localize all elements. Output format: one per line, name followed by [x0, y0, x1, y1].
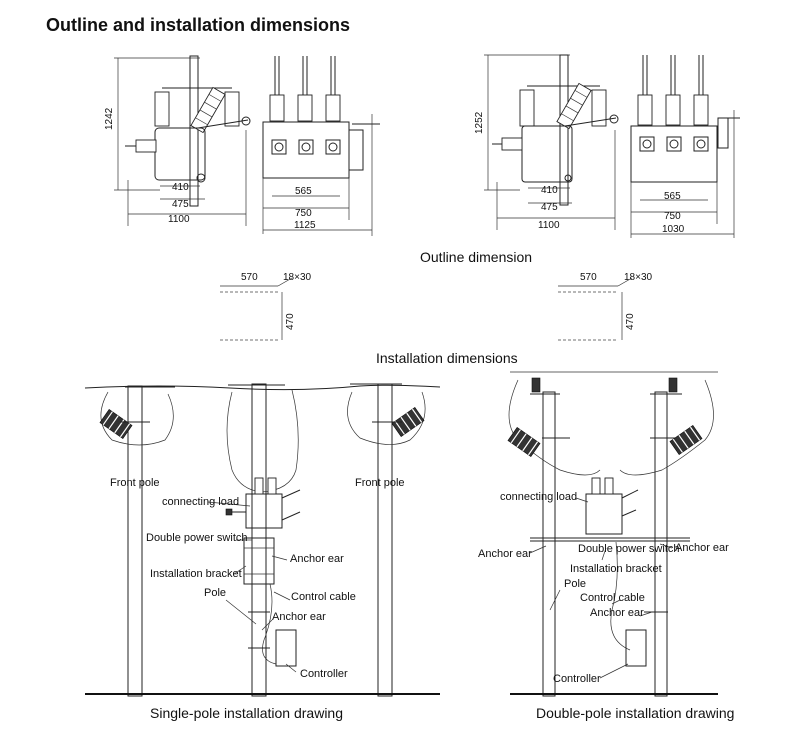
dim-1100-left: 1100: [168, 214, 190, 225]
front-pole-right-shape: [377, 383, 393, 697]
dim-565-right: 565: [664, 191, 681, 202]
page-heading: Outline and installation dimensions: [46, 15, 350, 35]
dim-1100-right: 1100: [538, 220, 560, 231]
outline-left-side-view: 1242 410 475 1100: [104, 55, 251, 226]
inst-hole-left: 18×30: [283, 272, 312, 283]
double-label-anchor-ear-right: Anchor ear: [675, 542, 729, 554]
dim-1125: 1125: [294, 220, 316, 231]
single-label-anchor-ear-bottom: Anchor ear: [272, 611, 326, 623]
single-pole-drawing: [84, 383, 441, 697]
double-pole-drawing: [507, 371, 718, 697]
single-pole-caption: Single-pole installation drawing: [150, 705, 343, 721]
inst-width-right: 570: [580, 272, 597, 283]
inst-height-right: 470: [625, 313, 636, 330]
single-label-installation-bracket: Installation bracket: [150, 568, 242, 580]
installation-caption: Installation dimensions: [376, 350, 518, 366]
dim-475-left: 475: [172, 199, 189, 210]
dim-750-right: 750: [664, 211, 681, 222]
single-label-front-pole-right: Front pole: [355, 477, 405, 489]
single-label-anchor-ear-top: Anchor ear: [290, 553, 344, 565]
dim-475-right: 475: [541, 202, 558, 213]
double-label-installation-bracket: Installation bracket: [570, 563, 662, 575]
outline-caption: Outline dimension: [420, 249, 532, 265]
double-label-double-power-switch: Double power switch: [578, 543, 680, 555]
inst-hole-right: 18×30: [624, 272, 653, 283]
dim-1030: 1030: [662, 224, 685, 235]
dim-height-right: 1252: [474, 111, 485, 134]
inst-height-left: 470: [285, 313, 296, 330]
right-pole-shape: [654, 391, 668, 697]
outline-right-side-view: 1252 410 475 1100: [474, 54, 619, 231]
center-pole-shape: [251, 383, 267, 697]
installation-right: 570 18×30 470: [558, 272, 653, 341]
single-label-control-cable: Control cable: [291, 591, 356, 603]
outline-left-front-view: 565 750 1125: [262, 56, 380, 236]
double-label-connecting-load: connecting load: [500, 491, 577, 503]
single-label-connecting-load: connecting load: [162, 496, 239, 508]
outline-right-front-view: 565 750 1030: [630, 55, 740, 238]
double-label-control-cable: Control cable: [580, 592, 645, 604]
front-pole-left-shape: [127, 385, 143, 697]
dim-750-left: 750: [295, 208, 312, 219]
double-label-controller: Controller: [553, 673, 601, 685]
dim-height-left: 1242: [104, 107, 115, 130]
dim-410-right: 410: [541, 185, 558, 196]
double-pole-caption: Double-pole installation drawing: [536, 705, 734, 721]
installation-left: 570 18×30 470: [220, 272, 312, 341]
dim-410-left: 410: [172, 182, 189, 193]
dim-565-left: 565: [295, 186, 312, 197]
double-label-pole: Pole: [564, 578, 586, 590]
double-label-anchor-ear-lower: Anchor ear: [590, 607, 644, 619]
inst-width-left: 570: [241, 272, 258, 283]
single-label-pole: Pole: [204, 587, 226, 599]
single-label-controller: Controller: [300, 668, 348, 680]
single-label-front-pole-left: Front pole: [110, 477, 160, 489]
single-label-double-power-switch: Double power switch: [146, 532, 248, 544]
double-label-anchor-ear-left: Anchor ear: [478, 548, 532, 560]
left-pole-shape: [542, 391, 556, 697]
